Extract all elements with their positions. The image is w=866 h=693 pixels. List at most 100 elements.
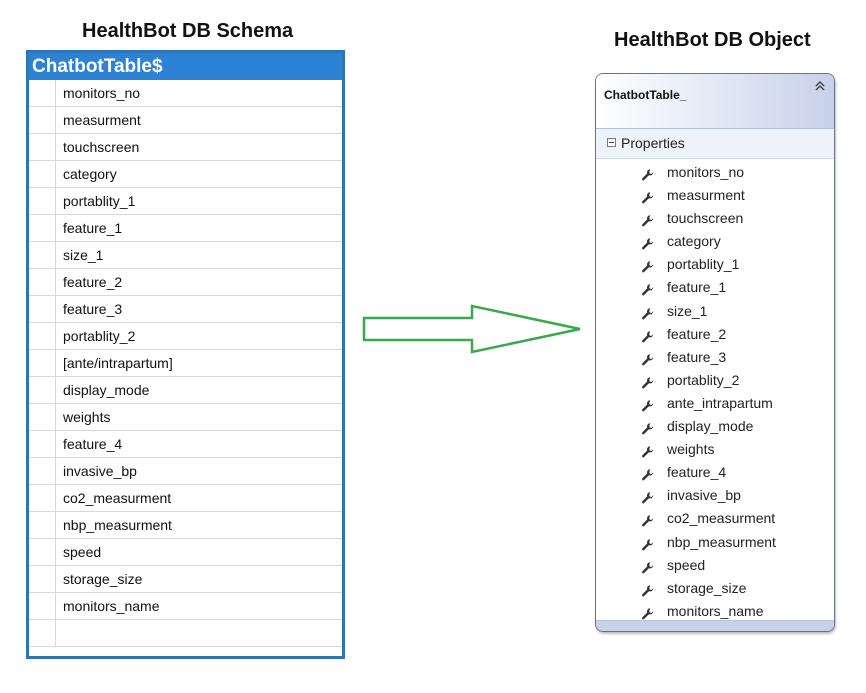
schema-column-row[interactable]: speed: [29, 539, 342, 566]
schema-column-row[interactable]: portablity_1: [29, 188, 342, 215]
wrench-icon: [641, 212, 655, 227]
property-item[interactable]: co2_measurment: [596, 507, 834, 530]
schema-column-row[interactable]: weights: [29, 404, 342, 431]
property-item[interactable]: monitors_no: [596, 161, 834, 184]
schema-column-row[interactable]: size_1: [29, 242, 342, 269]
schema-column-row[interactable]: display_mode: [29, 377, 342, 404]
property-item[interactable]: speed: [596, 554, 834, 577]
wrench-icon: [641, 605, 655, 620]
property-item[interactable]: category: [596, 230, 834, 253]
wrench-icon: [641, 559, 655, 573]
properties-section-header[interactable]: Properties: [596, 129, 834, 159]
row-selector-cell[interactable]: [29, 323, 56, 349]
right-arrow-icon: [362, 304, 581, 354]
row-selector-cell[interactable]: [29, 350, 56, 376]
schema-column-row[interactable]: touchscreen: [29, 134, 342, 161]
property-item[interactable]: portablity_1: [596, 253, 834, 276]
row-selector-cell[interactable]: [29, 134, 56, 160]
schema-column-row[interactable]: category: [29, 161, 342, 188]
property-name: monitors_no: [667, 164, 745, 180]
property-item[interactable]: portablity_2: [596, 369, 834, 392]
row-selector-cell[interactable]: [29, 566, 56, 592]
property-name: touchscreen: [667, 210, 744, 227]
property-name: size_1: [667, 302, 708, 319]
schema-column-row[interactable]: feature_1: [29, 215, 342, 242]
property-name: monitors_name: [667, 602, 764, 619]
row-selector-cell[interactable]: [29, 377, 56, 403]
schema-column-row[interactable]: co2_measurment: [29, 485, 342, 512]
property-item[interactable]: feature_2: [596, 323, 834, 346]
wrench-icon: [641, 281, 655, 296]
row-selector-cell[interactable]: [29, 593, 56, 619]
schema-column-name: measurment: [63, 112, 141, 128]
wrench-icon: [641, 189, 655, 204]
schema-column-row[interactable]: storage_size: [29, 566, 342, 593]
property-item[interactable]: weights: [596, 438, 834, 461]
schema-column-name: [ante/intrapartum]: [63, 355, 173, 371]
schema-column-name: monitors_name: [63, 598, 160, 614]
row-selector-cell[interactable]: [29, 620, 56, 646]
schema-column-row[interactable]: measurment: [29, 107, 342, 134]
schema-column-row[interactable]: feature_3: [29, 296, 342, 323]
property-name: storage_size: [667, 579, 747, 596]
property-name: weights: [667, 441, 715, 458]
wrench-icon: [641, 466, 655, 481]
property-name: category: [667, 233, 721, 250]
schema-column-name: portablity_1: [63, 193, 136, 209]
schema-column-row[interactable]: nbp_measurment: [29, 512, 342, 539]
row-selector-cell[interactable]: [29, 188, 56, 214]
schema-column-name: feature_4: [63, 436, 123, 452]
schema-empty-row[interactable]: [29, 620, 342, 647]
row-selector-cell[interactable]: [29, 512, 56, 538]
object-footer: [596, 620, 834, 631]
property-name: feature_4: [667, 464, 727, 481]
schema-column-row[interactable]: monitors_no: [29, 80, 342, 107]
collapse-minus-icon[interactable]: [607, 138, 616, 147]
wrench-icon: [641, 443, 655, 458]
schema-column-row[interactable]: invasive_bp: [29, 458, 342, 485]
wrench-icon: [641, 374, 655, 389]
row-selector-cell[interactable]: [29, 458, 56, 484]
row-selector-cell[interactable]: [29, 539, 56, 565]
row-selector-cell[interactable]: [29, 215, 56, 241]
row-selector-cell[interactable]: [29, 161, 56, 187]
property-item[interactable]: storage_size: [596, 577, 834, 600]
row-selector-cell[interactable]: [29, 296, 56, 322]
property-item[interactable]: touchscreen: [596, 207, 834, 230]
property-name: display_mode: [667, 418, 754, 435]
row-selector-cell[interactable]: [29, 107, 56, 133]
property-name: feature_1: [667, 279, 727, 296]
property-item[interactable]: display_mode: [596, 415, 834, 438]
row-selector-cell[interactable]: [29, 242, 56, 268]
schema-column-row[interactable]: portablity_2: [29, 323, 342, 350]
wrench-icon: [641, 582, 655, 597]
property-name: feature_2: [667, 325, 727, 342]
wrench-icon: [641, 420, 655, 435]
row-selector-cell[interactable]: [29, 485, 56, 511]
property-item[interactable]: measurment: [596, 184, 834, 207]
schema-table-name: ChatbotTable$: [29, 53, 342, 80]
property-item[interactable]: feature_3: [596, 346, 834, 369]
row-selector-cell[interactable]: [29, 269, 56, 295]
row-selector-cell[interactable]: [29, 431, 56, 457]
schema-column-row[interactable]: feature_2: [29, 269, 342, 296]
property-item[interactable]: invasive_bp: [596, 484, 834, 507]
wrench-icon: [641, 258, 655, 273]
property-item[interactable]: monitors_name: [596, 600, 834, 623]
row-selector-cell[interactable]: [29, 80, 56, 106]
property-item[interactable]: feature_4: [596, 461, 834, 484]
schema-column-name: weights: [63, 409, 111, 425]
schema-column-name: size_1: [63, 247, 104, 263]
schema-column-row[interactable]: monitors_name: [29, 593, 342, 620]
property-item[interactable]: size_1: [596, 300, 834, 323]
property-item[interactable]: nbp_measurment: [596, 531, 834, 554]
schema-column-row[interactable]: feature_4: [29, 431, 342, 458]
property-item[interactable]: ante_intrapartum: [596, 392, 834, 415]
schema-column-row[interactable]: [ante/intrapartum]: [29, 350, 342, 377]
double-chevron-up-icon[interactable]: [814, 80, 826, 94]
wrench-icon: [641, 305, 655, 319]
schema-column-name: co2_measurment: [63, 490, 172, 506]
property-item[interactable]: feature_1: [596, 276, 834, 299]
row-selector-cell[interactable]: [29, 404, 56, 430]
schema-column-name: monitors_no: [63, 85, 141, 101]
